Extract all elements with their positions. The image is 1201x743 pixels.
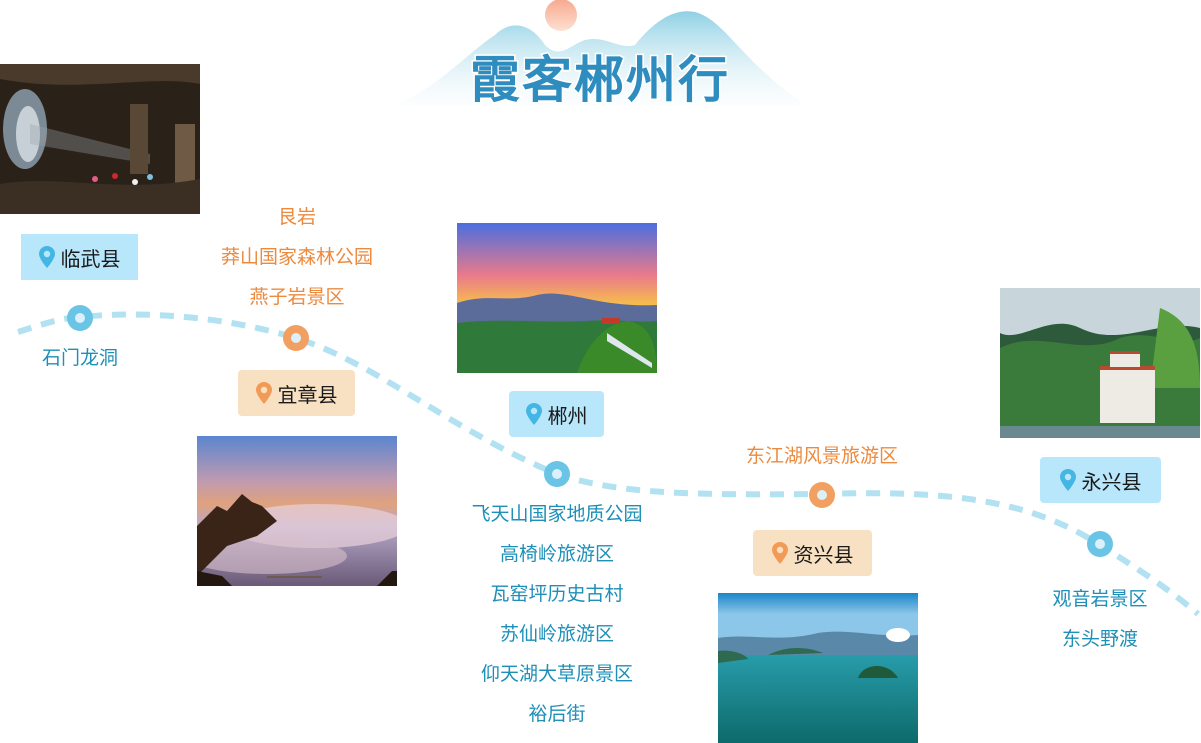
county-name: 资兴县 [793, 542, 854, 567]
route-marker-chenzhou[interactable] [544, 461, 570, 487]
route-marker-yizhang[interactable] [283, 325, 309, 351]
county-badge-yizhang[interactable]: 宜章县 [238, 370, 355, 416]
spot-item[interactable]: 艮岩 [277, 206, 316, 228]
spot-list-yongxing: 观音岩景区 东头野渡 [1020, 579, 1180, 659]
sun-icon [545, 0, 577, 31]
location-pin-icon [255, 382, 272, 404]
location-pin-icon [771, 542, 788, 564]
sea-of-clouds-photo [197, 436, 397, 586]
spot-list-chenzhou: 飞天山国家地质公园 高椅岭旅游区 瓦窑坪历史古村 苏仙岭旅游区 仰天湖大草原景区… [447, 494, 667, 734]
spot-list-zixing: 东江湖风景旅游区 [712, 436, 932, 476]
county-name: 永兴县 [1081, 469, 1142, 494]
location-pin-icon [525, 403, 542, 425]
county-name: 临武县 [60, 246, 121, 271]
spot-item[interactable]: 燕子岩景区 [249, 286, 345, 308]
spot-item[interactable]: 石门龙洞 [41, 347, 118, 369]
page-title: 霞客郴州行 [469, 50, 730, 111]
header-banner: 霞客郴州行 [395, 0, 805, 111]
temple-cliff-photo [1000, 288, 1200, 438]
spot-item[interactable]: 苏仙岭旅游区 [499, 623, 614, 645]
location-pin-icon [38, 246, 55, 268]
route-marker-linwu[interactable] [67, 305, 93, 331]
spot-item[interactable]: 仰天湖大草原景区 [480, 663, 633, 685]
mountain-sun-decoration [395, 0, 805, 106]
route-marker-zixing[interactable] [809, 482, 835, 508]
county-badge-chenzhou[interactable]: 郴州 [509, 391, 604, 437]
spot-item[interactable]: 观音岩景区 [1052, 588, 1148, 610]
spot-item[interactable]: 高椅岭旅游区 [499, 543, 614, 565]
dongjiang-lake-photo [718, 593, 918, 743]
county-badge-yongxing[interactable]: 永兴县 [1040, 457, 1161, 503]
cave-photo [0, 64, 200, 214]
county-badge-zixing[interactable]: 资兴县 [753, 530, 872, 576]
spot-item[interactable]: 裕后街 [528, 703, 586, 725]
county-badge-linwu[interactable]: 临武县 [21, 234, 138, 280]
sunset-mountain-photo [457, 223, 657, 373]
spot-item[interactable]: 东头野渡 [1061, 628, 1138, 650]
spot-item[interactable]: 飞天山国家地质公园 [471, 503, 643, 525]
spot-item[interactable]: 瓦窑坪历史古村 [490, 583, 624, 605]
spot-list-linwu: 石门龙洞 [20, 338, 140, 378]
location-pin-icon [1059, 469, 1076, 491]
spot-list-yizhang: 艮岩 莽山国家森林公园 燕子岩景区 [197, 197, 397, 317]
route-marker-yongxing[interactable] [1087, 531, 1113, 557]
county-name: 郴州 [547, 403, 588, 428]
spot-item[interactable]: 莽山国家森林公园 [220, 246, 373, 268]
spot-item[interactable]: 东江湖风景旅游区 [745, 445, 898, 467]
county-name: 宜章县 [277, 382, 338, 407]
